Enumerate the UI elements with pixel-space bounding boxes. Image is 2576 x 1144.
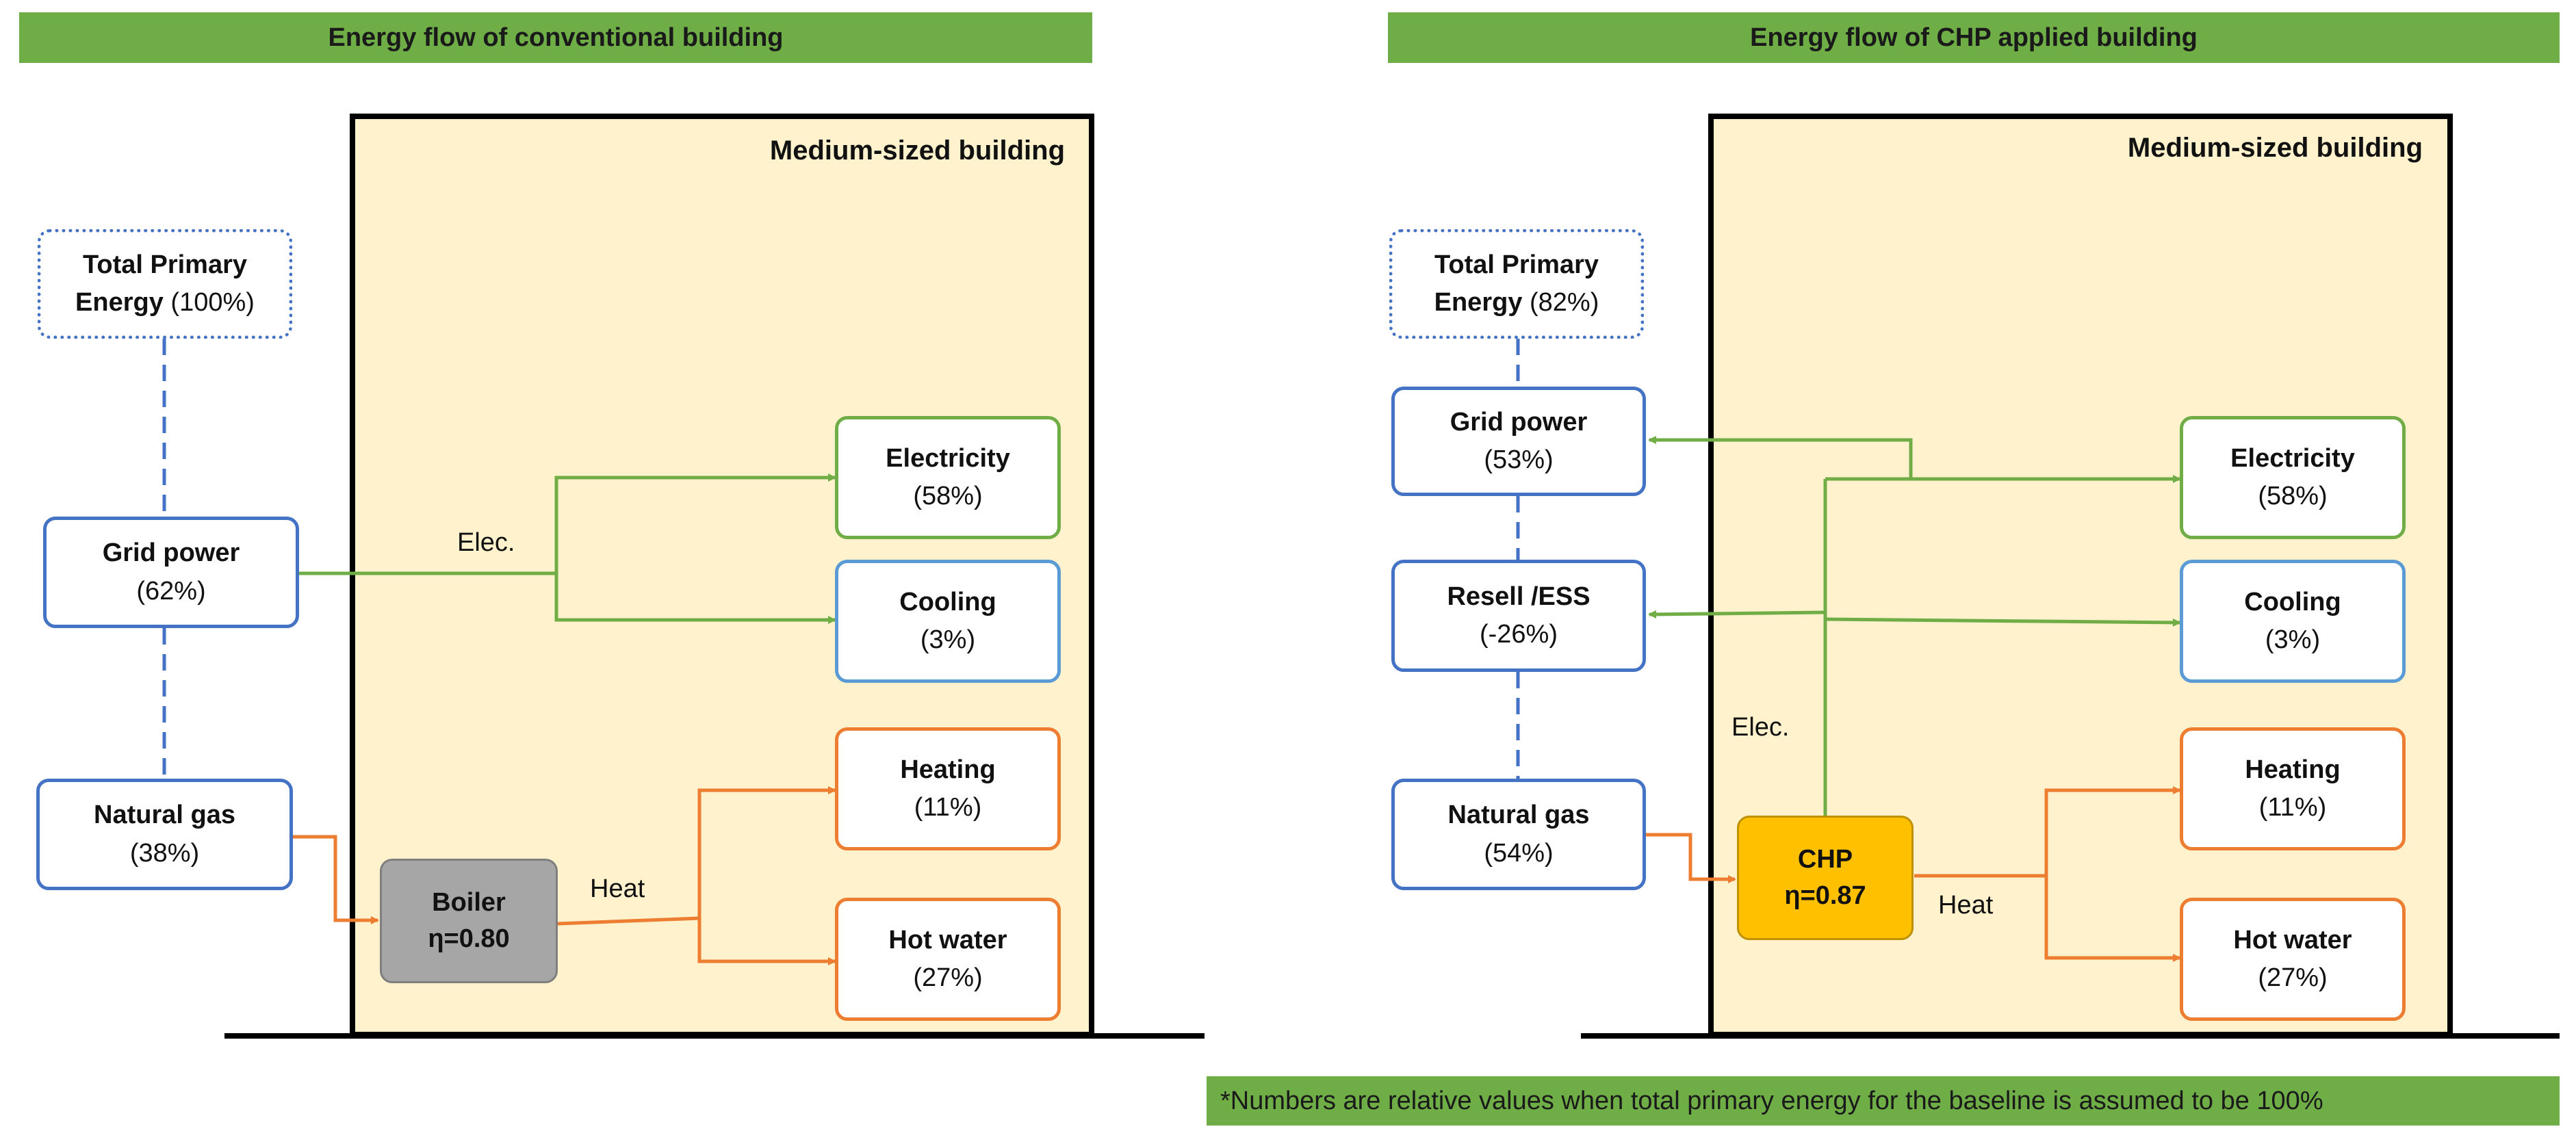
left-total-primary-line2: Energy (100%) [75,288,255,317]
left-natural-gas-title: Natural gas [94,801,235,830]
right-resell-title: Resell /ESS [1447,582,1590,611]
right-natural-gas-value: (54%) [1484,838,1554,868]
left-grid-power-title: Grid power [102,538,240,568]
right-hot-water-box: Hot water (27%) [2180,898,2406,1021]
right-heat-to-hotwater [2044,876,2181,962]
right-heating-title: Heating [2245,755,2341,784]
left-boiler-box: Boiler η=0.80 [380,859,558,983]
right-electricity-title: Electricity [2230,443,2355,473]
right-electricity-value: (58%) [2258,482,2328,510]
right-elec-to-cooling [1825,617,2181,627]
right-cooling-value: (3%) [2265,625,2321,654]
left-electricity-value: (58%) [913,482,983,510]
right-cooling-box: Cooling (3%) [2180,560,2406,683]
left-heat-to-hotwater [697,918,836,965]
left-header: Energy flow of conventional building [19,12,1092,63]
right-elec-to-grid [1648,436,1913,479]
left-hot-water-box: Hot water (27%) [835,898,1061,1021]
right-elec-label: Elec. [1731,713,1790,742]
left-gas-to-boiler [293,835,379,924]
right-grid-power-title: Grid power [1450,407,1588,437]
left-elec-to-cooling [554,573,836,624]
right-natural-gas-box: Natural gas (54%) [1391,779,1646,890]
left-boiler-efficiency: η=0.80 [428,924,510,953]
left-total-primary-box: Total Primary Energy (100%) [38,229,292,339]
left-total-primary-title: Total Primary [82,250,248,279]
left-boiler-title: Boiler [432,887,506,917]
left-grid-power-box: Grid power (62%) [43,517,299,628]
right-building-label: Medium-sized building [2127,133,2423,163]
right-elec-to-resell [1648,610,1826,619]
left-grid-power-value: (62%) [136,576,206,606]
left-elec-to-electricity [554,473,836,573]
right-gas-to-chp [1646,833,1736,883]
right-grid-power-value: (53%) [1484,445,1554,474]
left-elec-label: Elec. [457,528,515,557]
left-cooling-title: Cooling [899,587,996,616]
left-heat-to-heating [697,786,836,918]
left-electricity-box: Electricity (58%) [835,416,1061,539]
right-hot-water-value: (27%) [2258,963,2328,992]
left-building-label: Medium-sized building [769,135,1065,166]
right-header: Energy flow of CHP applied building [1388,12,2560,63]
right-chp-box: CHP η=0.87 [1737,816,1914,940]
left-heating-box: Heating (11%) [835,727,1061,850]
right-hot-water-title: Hot water [2233,925,2352,954]
right-natural-gas-title: Natural gas [1447,801,1590,830]
left-heat-label: Heat [590,874,645,903]
left-heating-value: (11%) [914,793,982,822]
right-resell-box: Resell /ESS (-26%) [1391,560,1646,672]
left-natural-gas-value: (38%) [129,838,200,868]
right-heating-value: (11%) [2258,793,2327,822]
left-heat-main [557,916,700,926]
right-heat-to-heating [2044,786,2181,876]
right-grid-power-box: Grid power (53%) [1391,387,1646,496]
left-cooling-value: (3%) [920,625,976,654]
left-natural-gas-box: Natural gas (38%) [36,779,293,890]
right-heating-box: Heating (11%) [2180,727,2406,850]
right-chp-efficiency: η=0.87 [1784,881,1866,910]
right-total-primary-title: Total Primary [1434,250,1599,279]
right-resell-value: (-26%) [1479,620,1558,649]
right-total-primary-box: Total Primary Energy (82%) [1389,229,1644,339]
left-hot-water-value: (27%) [913,963,983,992]
footnote-banner: *Numbers are relative values when total … [1207,1076,2560,1126]
left-cooling-box: Cooling (3%) [835,560,1061,683]
left-hot-water-title: Hot water [888,925,1007,954]
left-electricity-title: Electricity [886,443,1010,473]
right-cooling-title: Cooling [2244,587,2341,616]
left-heating-title: Heating [900,755,996,784]
right-total-primary-line2: Energy (82%) [1434,288,1599,317]
right-electricity-box: Electricity (58%) [2180,416,2406,539]
right-heat-label: Heat [1938,891,1994,920]
right-chp-title: CHP [1797,844,1853,874]
